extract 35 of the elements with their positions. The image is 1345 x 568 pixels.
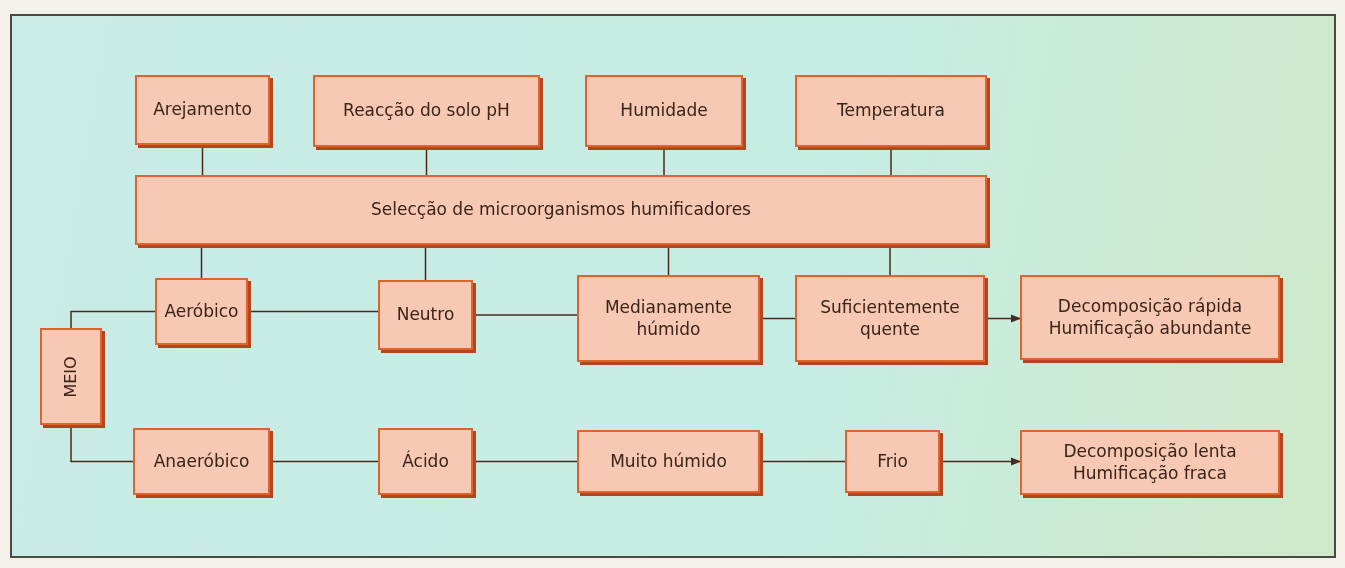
- box-label: Arejamento: [153, 99, 252, 121]
- box-label: Anaeróbico: [153, 450, 250, 473]
- medium-box: [40, 328, 102, 425]
- process-box: [135, 75, 270, 145]
- process-box: [795, 275, 985, 362]
- process-box: [845, 430, 940, 493]
- process-box: [577, 275, 760, 362]
- box-label: Humificação fraca: [1072, 462, 1227, 484]
- box-label: Ácido: [402, 450, 449, 473]
- connector-line: [70, 310, 156, 329]
- process-box: [378, 428, 473, 495]
- box-label: Medianamente húmido: [603, 297, 734, 340]
- process-box: [378, 280, 473, 350]
- box-label: Decomposição rápida: [1057, 296, 1243, 318]
- box-label: Temperatura: [837, 100, 945, 122]
- process-box: [155, 278, 248, 345]
- process-box: [133, 428, 270, 495]
- box-label: Neutro: [396, 304, 455, 326]
- process-box: [577, 430, 760, 493]
- box-label: Frio: [877, 450, 908, 473]
- box-label: Reacção do solo pH: [343, 100, 510, 122]
- process-box: [795, 75, 987, 147]
- process-box: [1020, 275, 1280, 360]
- box-label: Humidade: [620, 100, 708, 122]
- box-label: Selecção de microorganismos humificadores: [371, 199, 751, 221]
- box-label: Muito húmido: [610, 450, 727, 473]
- box-label: Suficientemente quente: [819, 297, 961, 340]
- box-label: Humificação abundante: [1048, 317, 1252, 339]
- box-label: Aeróbico: [164, 300, 239, 323]
- process-box: [585, 75, 743, 147]
- process-box: [313, 75, 540, 147]
- box-label: MEIO: [61, 355, 81, 398]
- process-box: [1020, 430, 1280, 495]
- box-label: Decomposição lenta: [1063, 441, 1237, 463]
- selection-box: [135, 175, 987, 245]
